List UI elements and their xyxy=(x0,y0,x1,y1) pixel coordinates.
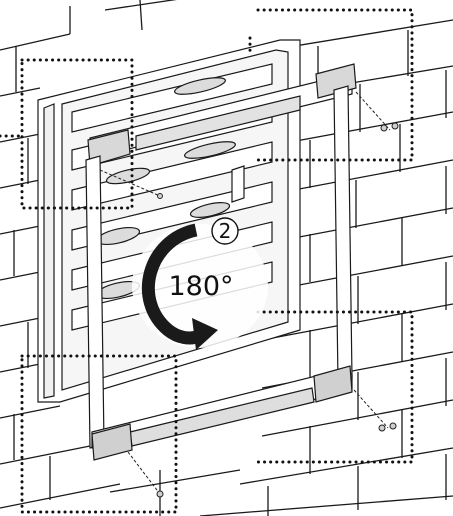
front-trim-frame xyxy=(85,63,357,461)
curved-arrow-icon xyxy=(141,223,218,350)
step-number: 2 xyxy=(219,219,232,243)
screw-icon xyxy=(99,91,399,498)
step-number-badge: 2 xyxy=(211,217,239,245)
highlight-outlines xyxy=(0,8,414,514)
rotation-callout: 2 180° xyxy=(132,217,268,350)
rear-enclosure-frame xyxy=(37,39,301,403)
rotation-angle-label: 180° xyxy=(168,271,233,302)
